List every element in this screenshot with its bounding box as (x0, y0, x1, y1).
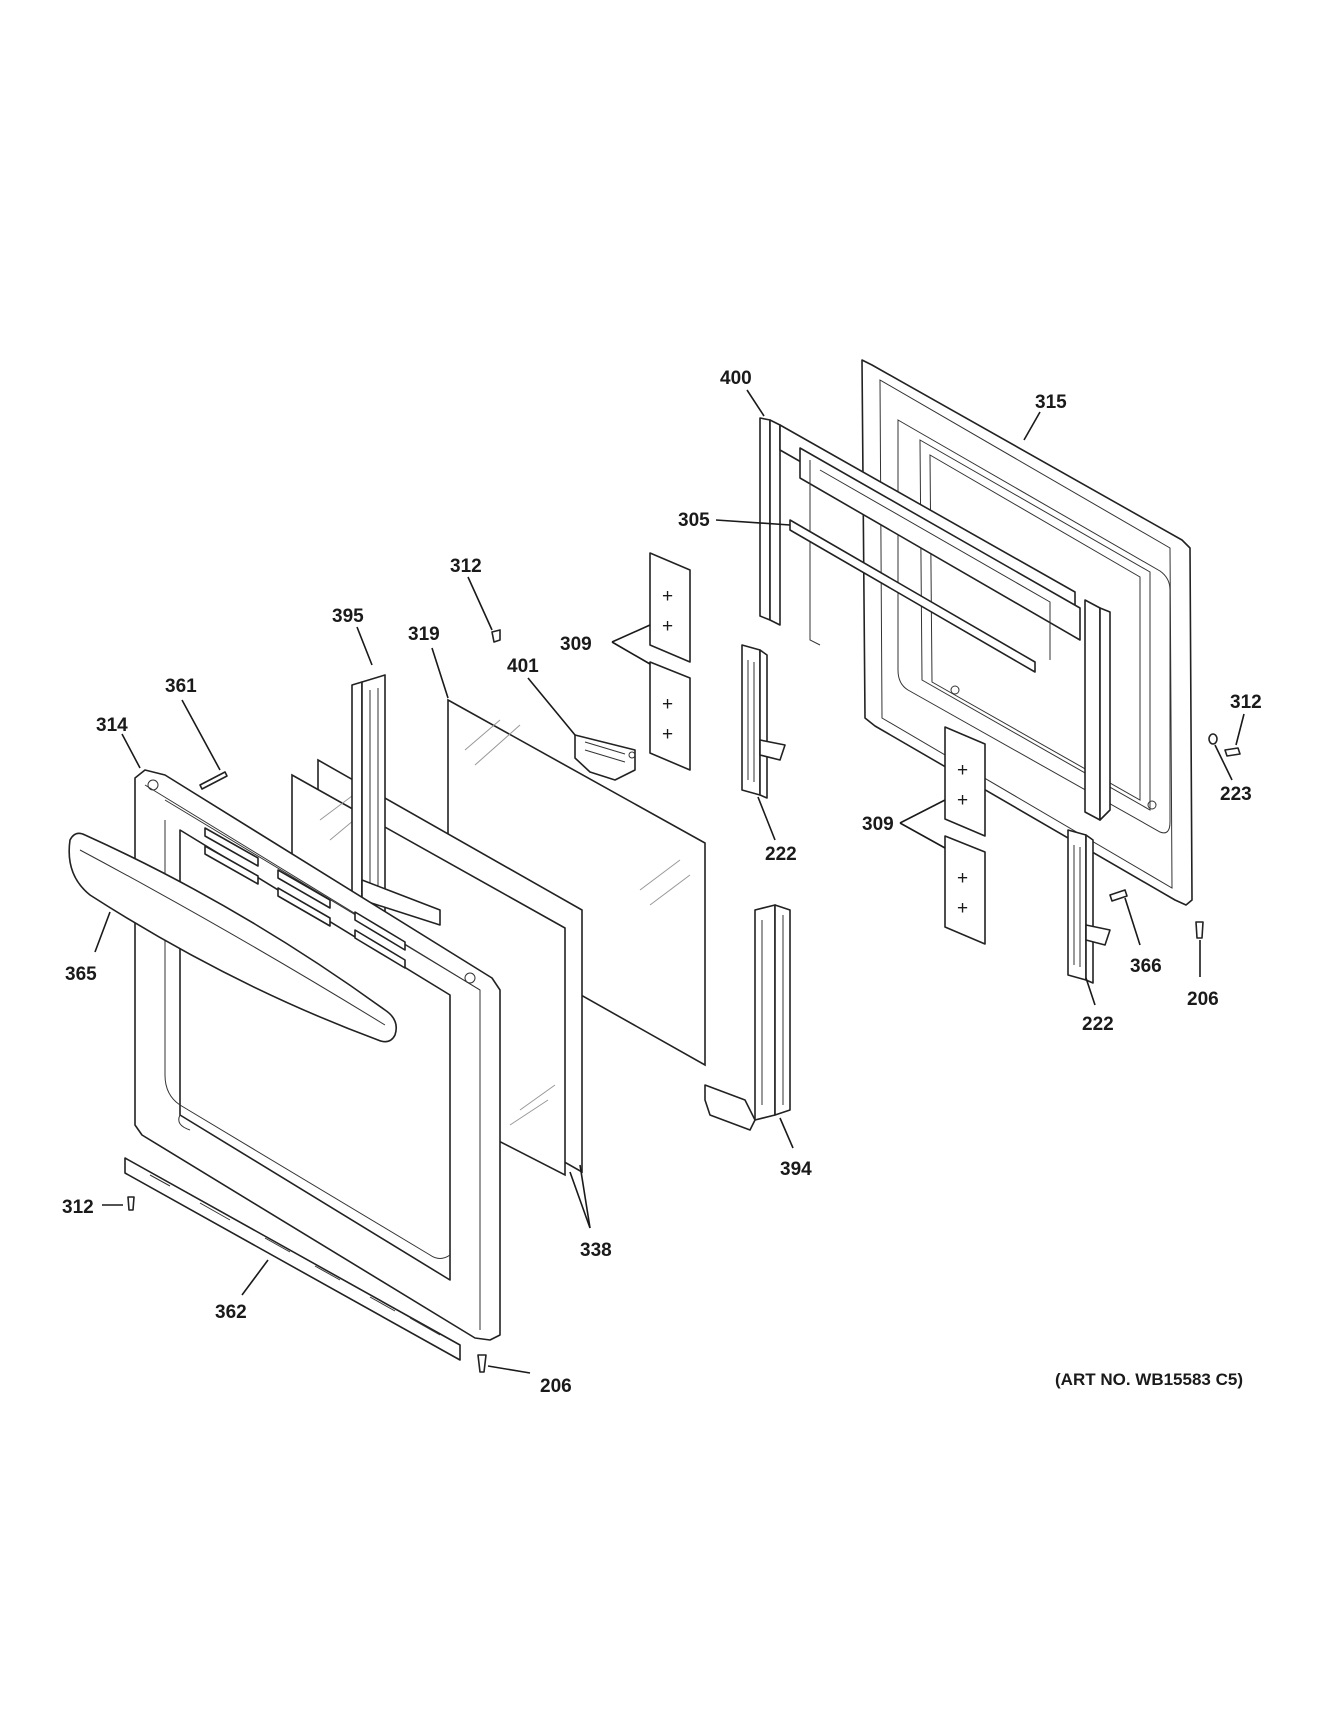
screw-312-left (127, 1196, 135, 1211)
label-206-right: 206 (1187, 989, 1219, 1010)
washer-223 (1208, 733, 1218, 745)
insulation-pads-309-right: + + + + (944, 726, 986, 945)
label-305: 305 (678, 510, 710, 531)
label-206-bottom: 206 (540, 1376, 572, 1397)
label-222-mid: 222 (765, 844, 797, 865)
label-309-right: 309 (862, 814, 894, 835)
label-366: 366 (1130, 956, 1162, 977)
screw-312-top (491, 629, 501, 643)
screw-206-right (1195, 921, 1204, 939)
rail-305 (789, 519, 1036, 673)
label-309-top: 309 (560, 634, 592, 655)
screw-361 (199, 771, 228, 790)
bracket-401 (574, 734, 636, 781)
leader-lines (94, 389, 1245, 1374)
label-394: 394 (780, 1159, 812, 1180)
svg-text:+: + (957, 898, 968, 919)
label-361: 361 (165, 676, 197, 697)
label-223: 223 (1220, 784, 1252, 805)
door-frame-400 (759, 417, 1111, 821)
label-401: 401 (507, 656, 539, 677)
label-222-right: 222 (1082, 1014, 1114, 1035)
hinge-222-middle (741, 644, 786, 799)
screw-206-bottom (477, 1354, 487, 1373)
svg-text:+: + (662, 586, 673, 607)
label-400: 400 (720, 368, 752, 389)
label-312-right: 312 (1230, 692, 1262, 713)
hinge-receiver-394 (704, 904, 791, 1131)
svg-text:+: + (662, 616, 673, 637)
svg-text:+: + (957, 760, 968, 781)
inner-door-panel-315 (861, 359, 1193, 906)
label-338: 338 (580, 1240, 612, 1261)
label-314: 314 (96, 715, 128, 736)
label-315: 315 (1035, 392, 1067, 413)
insulation-pads-309-top: + + + + (649, 552, 691, 771)
callout-labels: 400 315 305 312 309 401 395 319 361 314 … (62, 368, 1262, 1397)
svg-text:+: + (957, 790, 968, 811)
handle-365 (68, 832, 398, 1043)
label-365: 365 (65, 964, 97, 985)
label-312-left: 312 (62, 1197, 94, 1218)
label-312-top: 312 (450, 556, 482, 577)
svg-text:+: + (662, 724, 673, 745)
svg-text:+: + (957, 868, 968, 889)
label-362: 362 (215, 1302, 247, 1323)
hinge-222-right (1067, 829, 1111, 984)
svg-text:+: + (662, 694, 673, 715)
art-number: (ART NO. WB15583 C5) (1055, 1370, 1243, 1389)
label-319: 319 (408, 624, 440, 645)
label-395: 395 (332, 606, 364, 627)
spacer-395 (351, 674, 441, 926)
screw-312-right (1224, 747, 1241, 757)
screw-366 (1109, 889, 1128, 902)
bottom-trim-362 (124, 1157, 461, 1361)
